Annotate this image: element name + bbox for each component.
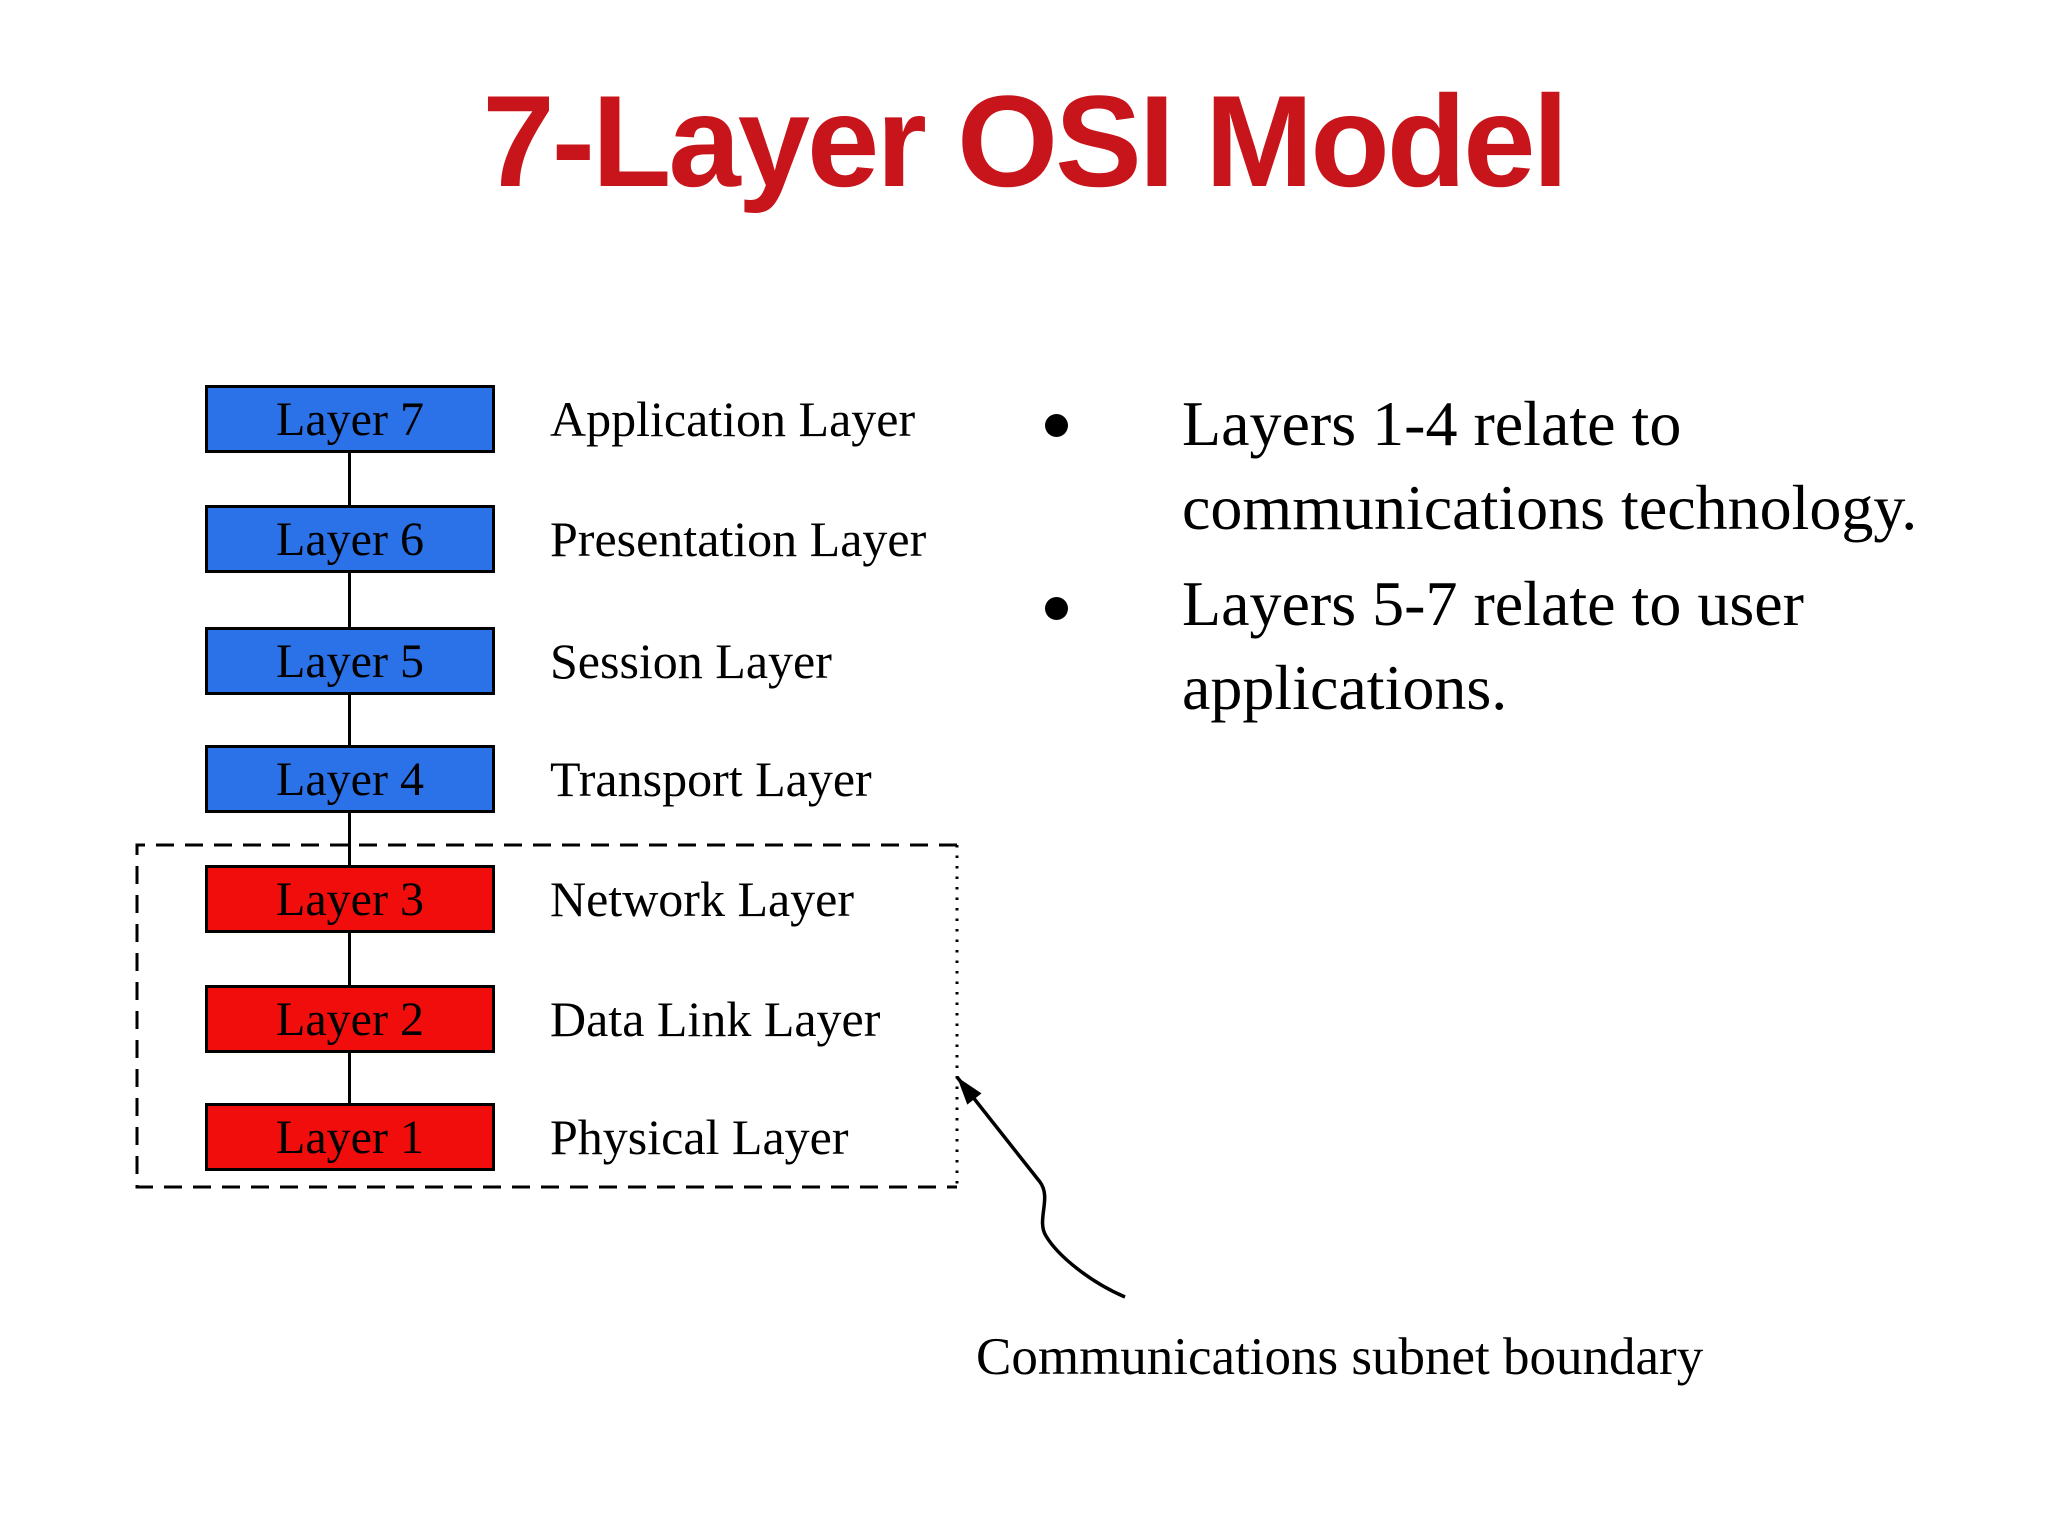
layer-box-label: Layer 5	[276, 634, 424, 688]
layer-box-label: Layer 2	[276, 992, 424, 1046]
arrow-head	[957, 1077, 982, 1105]
bullet-line: Layers 5-7 relate to user	[1182, 568, 1804, 639]
bullet-line: communications technology.	[1182, 472, 1918, 543]
layer-name-transport: Transport Layer	[550, 751, 872, 807]
layer-box-3: Layer 3	[205, 865, 495, 933]
layer-box-1: Layer 1	[205, 1103, 495, 1171]
layer-name-datalink: Data Link Layer	[550, 991, 881, 1047]
layer-box-4: Layer 4	[205, 745, 495, 813]
bullet-item-2: Layers 5-7 relate to user applications.	[1182, 562, 1992, 730]
layer-box-5: Layer 5	[205, 627, 495, 695]
bullet-dot	[1045, 597, 1068, 620]
layer-box-6: Layer 6	[205, 505, 495, 573]
subnet-boundary-caption: Communications subnet boundary	[976, 1328, 1704, 1386]
layer-name-application: Application Layer	[550, 391, 916, 447]
layer-name-presentation: Presentation Layer	[550, 511, 927, 567]
bullet-line: applications.	[1182, 652, 1508, 723]
bullet-line: Layers 1-4 relate to	[1182, 388, 1682, 459]
subnet-boundary-arrow	[955, 1075, 1126, 1299]
layer-name-physical: Physical Layer	[550, 1109, 849, 1165]
bullet-item-1: Layers 1-4 relate to communications tech…	[1182, 382, 1992, 550]
layer-box-2: Layer 2	[205, 985, 495, 1053]
layer-name-network: Network Layer	[550, 871, 855, 927]
layer-box-label: Layer 4	[276, 752, 424, 806]
page-title: 7-Layer OSI Model	[482, 68, 1568, 214]
layer-box-7: Layer 7	[205, 385, 495, 453]
layer-box-label: Layer 7	[276, 392, 424, 446]
bullet-dot	[1045, 414, 1068, 437]
layer-box-label: Layer 1	[276, 1110, 424, 1164]
layer-box-label: Layer 6	[276, 512, 424, 566]
layer-name-session: Session Layer	[550, 633, 832, 689]
layer-box-label: Layer 3	[276, 872, 424, 926]
